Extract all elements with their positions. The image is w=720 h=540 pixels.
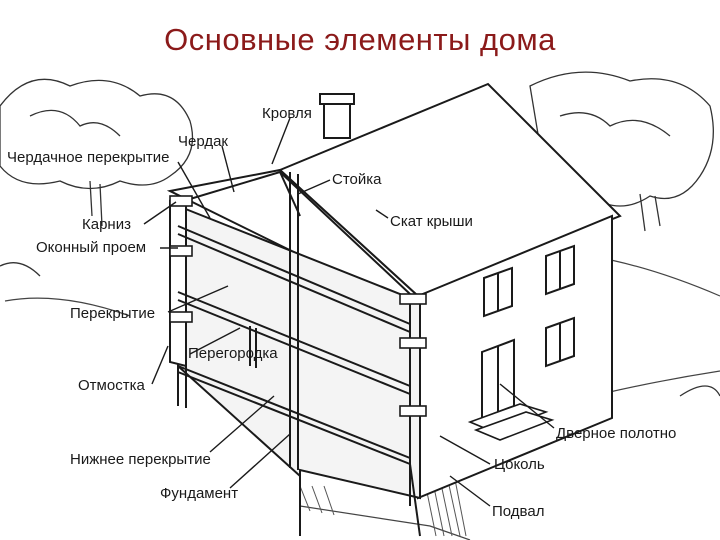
leader-nizhnee [209,395,275,453]
leader-otmostka [151,345,169,385]
label-perekrytie: Перекрытие [70,305,155,322]
leader-karniz [143,201,177,225]
label-podval: Подвал [492,503,544,520]
leader-lines [143,117,555,507]
label-karniz: Карниз [82,216,131,233]
label-nizhnee: Нижнее перекрытие [70,451,211,468]
cornice-blocks [169,195,427,417]
label-tsokol: Цоколь [494,456,545,473]
leader-skat [375,209,389,219]
label-dvernoe: Дверное полотно [556,425,676,442]
page-title: Основные элементы дома [164,22,556,57]
windows [483,244,575,368]
label-cherdak: Чердак [178,133,228,150]
label-cherdachnoe: Чердачное перекрытие [7,149,169,166]
porch-steps [467,403,555,441]
leader-krovlya [271,117,291,165]
leader-perekrytie [167,285,229,313]
label-okonny: Оконный проем [36,239,146,256]
label-peregorodka: Перегородка [188,345,278,362]
leader-podval [449,475,491,507]
leader-dvernoe [499,383,555,429]
leader-fundament [229,433,291,489]
house-diagram: Кровля Чердак Чердачное перекрытие Стойк… [0,71,720,540]
door [481,338,515,420]
label-stoyka: Стойка [332,171,382,188]
leader-cherdak [221,145,235,193]
leader-tsokol [439,435,491,465]
leader-cherdachnoe [177,161,211,219]
leader-stoyka [297,179,331,195]
chimney [319,93,355,139]
label-skat: Скат крыши [390,213,473,230]
leader-peregorodka [189,327,241,355]
label-otmostka: Отмостка [78,377,145,394]
labels: Кровля Чердак Чердачное перекрытие Стойк… [7,105,676,520]
roof [166,82,622,304]
label-krovlya: Кровля [262,105,312,122]
label-fundament: Фундамент [160,485,238,502]
